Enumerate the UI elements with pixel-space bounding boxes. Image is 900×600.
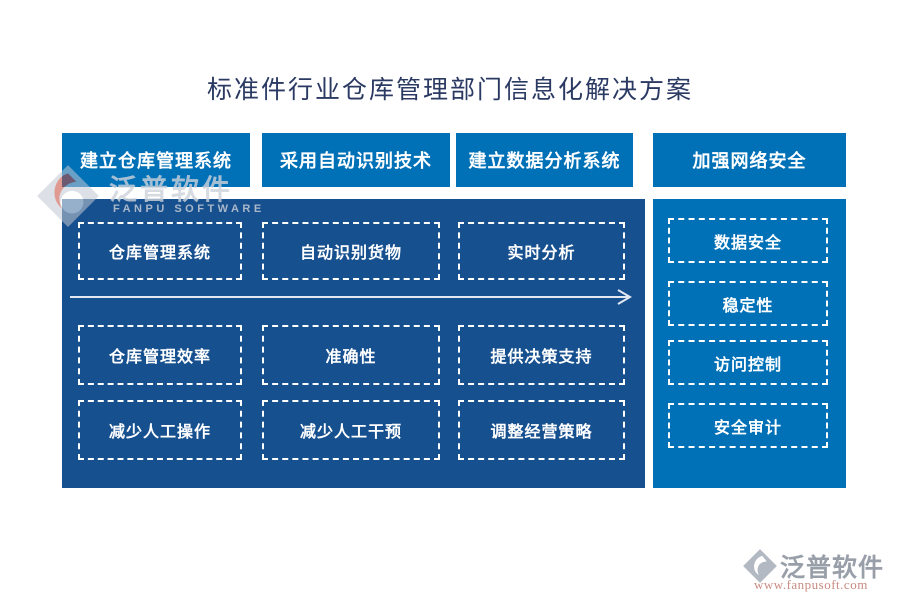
header-box-warehouse-system: 建立仓库管理系统 — [62, 133, 250, 187]
flow-box-auto-identify-goods: 自动识别货物 — [262, 222, 440, 280]
flow-box-warehouse-mgmt-system: 仓库管理系统 — [78, 222, 242, 280]
security-panel: 数据安全 稳定性 访问控制 安全审计 — [653, 199, 846, 488]
footer-url: www.fanpusoft.com — [754, 577, 868, 592]
header-box-auto-identification: 采用自动识别技术 — [262, 133, 450, 187]
footer-logo: 泛普软件 www.fanpusoft.com — [742, 546, 892, 596]
page-title: 标准件行业仓库管理部门信息化解决方案 — [206, 77, 693, 104]
flow-box-reduce-manual-operation: 减少人工操作 — [78, 400, 242, 460]
flow-box-adjust-strategy: 调整经营策略 — [458, 400, 625, 460]
fanpu-logo-icon — [743, 549, 777, 583]
security-box-data-safety: 数据安全 — [668, 218, 828, 263]
flow-box-realtime-analysis: 实时分析 — [458, 222, 625, 280]
flow-box-decision-support: 提供决策支持 — [458, 325, 625, 385]
security-box-access-control: 访问控制 — [668, 340, 828, 385]
flow-arrow-icon — [70, 289, 632, 305]
main-flow-panel: 仓库管理系统 自动识别货物 实时分析 仓库管理效率 准确性 提供决策支持 减少人… — [62, 199, 645, 488]
security-box-stability: 稳定性 — [668, 281, 828, 326]
security-box-security-audit: 安全审计 — [668, 403, 828, 448]
flow-box-accuracy: 准确性 — [262, 325, 440, 385]
flow-box-warehouse-efficiency: 仓库管理效率 — [78, 325, 242, 385]
footer-brand: 泛普软件 — [780, 554, 885, 582]
header-box-network-security: 加强网络安全 — [653, 133, 846, 187]
header-box-data-analysis: 建立数据分析系统 — [456, 133, 633, 187]
flow-box-reduce-manual-intervention: 减少人工干预 — [262, 400, 440, 460]
